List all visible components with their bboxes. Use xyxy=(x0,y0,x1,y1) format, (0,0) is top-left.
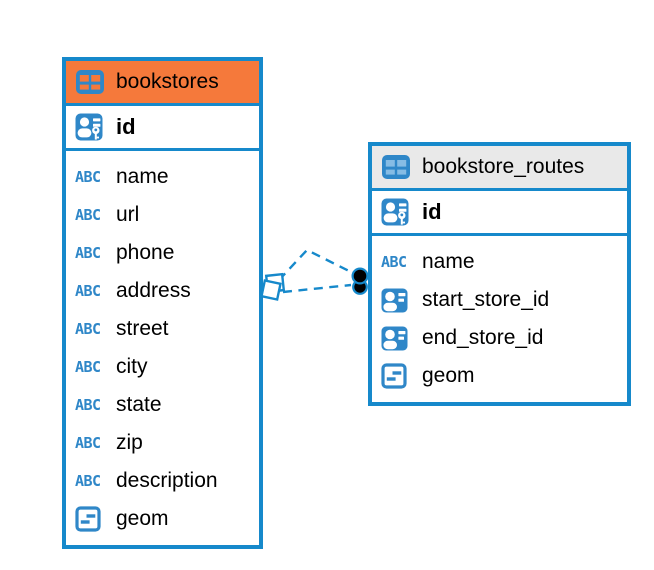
column-name: state xyxy=(116,393,162,416)
column-row[interactable]: ABC phone xyxy=(66,234,259,272)
column-row[interactable]: geom xyxy=(66,500,259,538)
column-name: geom xyxy=(422,364,475,387)
column-name: description xyxy=(116,469,218,492)
relationship-line[interactable] xyxy=(282,283,352,294)
column-row[interactable]: ABC street xyxy=(66,310,259,348)
column-name: geom xyxy=(116,507,169,530)
column-name: url xyxy=(116,203,140,226)
column-name: street xyxy=(116,317,169,340)
column-row[interactable]: geom xyxy=(372,357,627,395)
column-name: name xyxy=(422,250,475,273)
column-name: name xyxy=(116,165,169,188)
column-row[interactable]: end_store_id xyxy=(372,319,627,357)
relationship-dot-end xyxy=(351,267,369,295)
text-type-icon: ABC xyxy=(75,168,101,186)
text-type-icon: ABC xyxy=(75,358,101,376)
text-type-icon: ABC xyxy=(75,472,101,490)
table-name: bookstore_routes xyxy=(422,155,585,178)
text-type-icon: ABC xyxy=(75,434,101,452)
table-icon xyxy=(75,68,109,96)
column-row[interactable]: ABC name xyxy=(66,158,259,196)
text-type-icon: ABC xyxy=(75,206,101,224)
column-row[interactable]: ABC name xyxy=(372,243,627,281)
reference-type-icon xyxy=(381,286,415,314)
primary-key-icon xyxy=(75,113,109,141)
table-icon xyxy=(381,153,415,181)
column-row[interactable]: ABC zip xyxy=(66,424,259,462)
column-name: start_store_id xyxy=(422,288,550,311)
column-name: city xyxy=(116,355,148,378)
column-name: id xyxy=(422,199,442,224)
geometry-type-icon xyxy=(381,362,415,390)
text-type-icon: ABC xyxy=(75,282,101,300)
column-row[interactable]: start_store_id xyxy=(372,281,627,319)
column-list: ABC name start_store_id xyxy=(372,236,627,402)
column-list: ABC name ABC url ABC phone ABC address A… xyxy=(66,151,259,545)
text-type-icon: ABC xyxy=(75,244,101,262)
column-name: zip xyxy=(116,431,143,454)
table-bookstores[interactable]: bookstores id ABC xyxy=(62,57,263,549)
column-row-id[interactable]: id xyxy=(66,106,259,151)
relationship-diamond-end xyxy=(260,272,286,301)
column-row[interactable]: ABC city xyxy=(66,348,259,386)
column-row[interactable]: ABC address xyxy=(66,272,259,310)
column-name: id xyxy=(116,114,136,139)
table-header-bookstore-routes[interactable]: bookstore_routes xyxy=(372,146,627,191)
column-row[interactable]: ABC description xyxy=(66,462,259,500)
relationship-line[interactable] xyxy=(278,248,354,281)
column-row[interactable]: ABC state xyxy=(66,386,259,424)
text-type-icon: ABC xyxy=(75,320,101,338)
column-name: phone xyxy=(116,241,175,264)
column-row-id[interactable]: id xyxy=(372,191,627,236)
primary-key-icon xyxy=(381,198,415,226)
text-type-icon: ABC xyxy=(381,253,407,271)
column-row[interactable]: ABC url xyxy=(66,196,259,234)
text-type-icon: ABC xyxy=(75,396,101,414)
reference-type-icon xyxy=(381,324,415,352)
column-name: end_store_id xyxy=(422,326,544,349)
geometry-type-icon xyxy=(75,505,109,533)
table-bookstore-routes[interactable]: bookstore_routes id ABC xyxy=(368,142,631,406)
column-name: address xyxy=(116,279,191,302)
table-name: bookstores xyxy=(116,70,219,93)
table-header-bookstores[interactable]: bookstores xyxy=(66,61,259,106)
